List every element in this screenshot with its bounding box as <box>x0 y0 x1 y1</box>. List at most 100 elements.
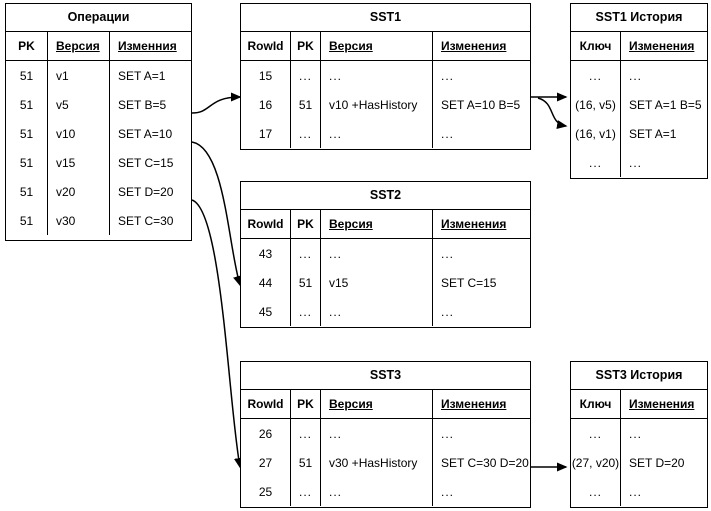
cell-changes: ... <box>441 126 455 141</box>
operations-header-pk-label: PK <box>18 39 35 53</box>
sst1-header-version-label: Версия <box>329 39 373 53</box>
table-row: ... ... <box>571 61 707 90</box>
arrow-ops-v15-to-sst2 <box>191 141 242 287</box>
cell-version: v30 +HasHistory <box>321 448 433 477</box>
sst3-history-header-changes-label: Изменения <box>629 397 695 411</box>
table-row: ... ... <box>571 477 707 506</box>
sst3-history-header-key-label: Ключ <box>579 397 612 411</box>
sst3-header-row: RowId PK Версия Изменения <box>241 390 530 419</box>
operations-header-changes: Изменния <box>110 32 190 60</box>
cell-pk: 51 <box>6 206 48 235</box>
table-row: 26 ... ... ... <box>241 419 530 448</box>
cell-key: ... <box>571 419 621 448</box>
cell-pk: ... <box>291 239 321 268</box>
sst1-header-rowid-label: RowId <box>247 39 284 53</box>
sst3-history-header-key: Ключ <box>571 390 621 418</box>
operations-header-row: PK Версия Изменния <box>6 32 191 61</box>
cell-pk: 51 <box>291 448 321 477</box>
cell-pk: 51 <box>291 268 321 297</box>
cell-changes: SET A=1 B=5 <box>629 97 702 112</box>
sst3-header-version: Версия <box>321 390 433 418</box>
sst2-header-rowid: RowId <box>241 210 291 238</box>
operations-table: Операции PK Версия Изменния 51 v1 SET A=… <box>5 3 192 241</box>
sst1-header-changes: Изменения <box>433 32 529 60</box>
cell-pk: 51 <box>6 148 48 177</box>
cell-version: ... <box>321 119 433 148</box>
sst1-header-rowid: RowId <box>241 32 291 60</box>
cell-pk: ... <box>291 119 321 148</box>
cell-changes: SET D=20 <box>629 455 685 470</box>
cell-version: v5 <box>48 90 110 119</box>
cell-pk: 51 <box>6 90 48 119</box>
cell-version: v10 +HasHistory <box>321 90 433 119</box>
sst3-table: SST3 RowId PK Версия Изменения 26 ... ..… <box>240 361 531 508</box>
cell-changes: ... <box>441 304 455 319</box>
sst3-history-header-changes: Изменения <box>621 390 706 418</box>
cell-version: ... <box>321 419 433 448</box>
operations-table-title: Операции <box>6 4 191 32</box>
cell-rowid: 25 <box>241 477 291 506</box>
cell-pk: ... <box>291 419 321 448</box>
operations-header-version: Версия <box>48 32 110 60</box>
cell-rowid: 27 <box>241 448 291 477</box>
table-row: (16, v5) SET A=1 B=5 <box>571 90 707 119</box>
sst2-body: 43 ... ... ... 44 51 v15 SET C=15 45 ...… <box>241 239 530 326</box>
cell-pk: ... <box>291 297 321 326</box>
cell-key: ... <box>571 477 621 506</box>
table-row: ... ... <box>571 419 707 448</box>
sst1-history-header-key-label: Ключ <box>579 39 612 53</box>
table-row: 51 v5 SET B=5 <box>6 90 191 119</box>
sst1-history-header-key: Ключ <box>571 32 621 60</box>
sst1-history-header-changes: Изменения <box>621 32 706 60</box>
sst1-history-header-changes-label: Изменения <box>629 39 695 53</box>
table-row: 16 51 v10 +HasHistory SET A=10 B=5 <box>241 90 530 119</box>
cell-rowid: 45 <box>241 297 291 326</box>
cell-rowid: 15 <box>241 61 291 90</box>
cell-changes: SET A=1 <box>118 68 166 83</box>
cell-key: (16, v1) <box>571 119 621 148</box>
cell-version: v10 <box>48 119 110 148</box>
cell-pk: ... <box>291 61 321 90</box>
cell-pk: 51 <box>6 177 48 206</box>
cell-key: ... <box>571 148 621 177</box>
table-row: ... ... <box>571 148 707 177</box>
cell-changes: ... <box>629 155 643 170</box>
cell-changes: SET C=15 <box>441 275 497 290</box>
table-row: 45 ... ... ... <box>241 297 530 326</box>
cell-pk: ... <box>291 477 321 506</box>
table-row: 25 ... ... ... <box>241 477 530 506</box>
cell-pk: 51 <box>6 61 48 90</box>
table-row: 51 v20 SET D=20 <box>6 177 191 206</box>
sst2-header-row: RowId PK Версия Изменения <box>241 210 530 239</box>
sst1-history-header-row: Ключ Изменения <box>571 32 707 61</box>
cell-changes: ... <box>629 484 643 499</box>
cell-rowid: 44 <box>241 268 291 297</box>
cell-rowid: 17 <box>241 119 291 148</box>
sst2-header-changes-label: Изменения <box>441 217 507 231</box>
cell-key: (16, v5) <box>571 90 621 119</box>
cell-version: ... <box>321 239 433 268</box>
table-row: 43 ... ... ... <box>241 239 530 268</box>
table-row: (27, v20) SET D=20 <box>571 448 707 477</box>
sst1-history-table-title: SST1 История <box>571 4 707 32</box>
cell-changes: ... <box>629 426 643 441</box>
sst1-history-table: SST1 История Ключ Изменения ... ... (16,… <box>570 3 708 179</box>
table-row: 15 ... ... ... <box>241 61 530 90</box>
cell-changes: ... <box>441 68 455 83</box>
sst2-header-pk: PK <box>291 210 321 238</box>
cell-key: (27, v20) <box>571 448 621 477</box>
cell-pk: 51 <box>6 119 48 148</box>
cell-changes: SET A=1 <box>629 126 677 141</box>
table-row: 44 51 v15 SET C=15 <box>241 268 530 297</box>
cell-changes: SET B=5 <box>118 97 167 112</box>
table-row: 27 51 v30 +HasHistory SET C=30 D=20 <box>241 448 530 477</box>
cell-version: v20 <box>48 177 110 206</box>
cell-version: v15 <box>48 148 110 177</box>
sst2-header-pk-label: PK <box>297 217 314 231</box>
sst3-header-rowid-label: RowId <box>247 397 284 411</box>
sst3-table-title: SST3 <box>241 362 530 390</box>
cell-pk: 51 <box>291 90 321 119</box>
table-row: 51 v10 SET A=10 <box>6 119 191 148</box>
cell-changes: SET C=30 <box>118 213 174 228</box>
